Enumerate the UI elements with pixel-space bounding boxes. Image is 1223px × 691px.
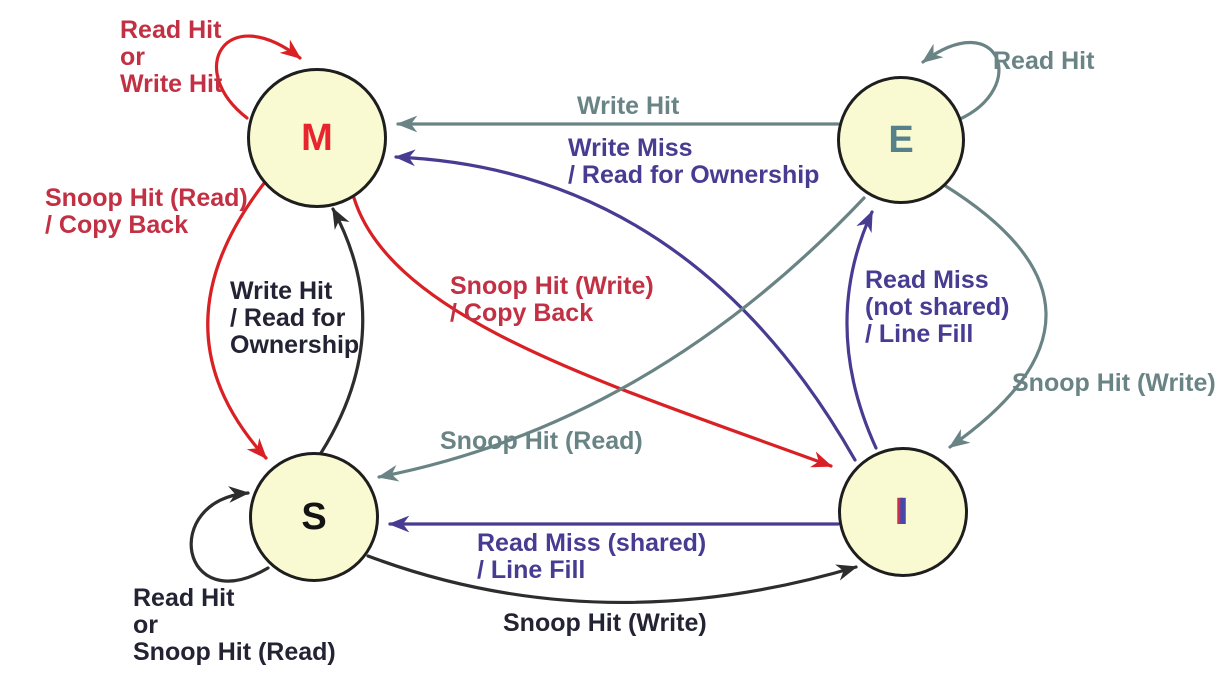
- label-i-to-s-read-miss-shared: Read Miss (shared) / Line Fill: [477, 529, 707, 584]
- label-s-to-m-write-hit-rfo: Write Hit / Read for Ownership: [230, 277, 360, 359]
- label-m-self-read-or-write-hit: Read Hit or Write Hit: [120, 16, 223, 98]
- state-letter-e: E: [888, 119, 914, 161]
- edge-m-to-s: [206, 180, 268, 460]
- edge-e-self-loop: [921, 40, 1001, 122]
- edge-i-to-e: [845, 210, 878, 450]
- label-s-to-i-snoop-hit-write: Snoop Hit (Write): [503, 609, 707, 637]
- state-node-modified: M: [247, 68, 387, 208]
- state-letter-i: I: [897, 491, 909, 533]
- label-i-to-m-write-miss: Write Miss / Read for Ownership: [568, 134, 820, 189]
- label-e-to-m-write-hit: Write Hit: [577, 92, 680, 120]
- label-i-to-e-read-miss: Read Miss (not shared) / Line Fill: [865, 266, 1010, 348]
- label-e-to-i-snoop-hit-write: Snoop Hit (Write): [1012, 369, 1216, 397]
- edge-m-to-i: [352, 196, 833, 468]
- label-s-self-read-or-snoop-hit: Read Hit or Snoop Hit (Read): [133, 584, 336, 666]
- label-e-self-read-hit: Read Hit: [993, 47, 1095, 75]
- state-node-invalid: I: [838, 447, 968, 577]
- edge-m-self-loop: [215, 34, 302, 120]
- label-m-to-s-snoop-hit-read: Snoop Hit (Read) / Copy Back: [45, 184, 248, 239]
- label-e-to-s-snoop-hit-read: Snoop Hit (Read): [440, 427, 643, 455]
- edge-e-to-i: [942, 183, 1048, 449]
- edge-s-to-i: [366, 554, 858, 605]
- label-m-to-i-snoop-hit-write: Snoop Hit (Write) / Copy Back: [450, 272, 654, 327]
- state-letter-m: M: [301, 117, 333, 159]
- edge-s-self-loop: [189, 486, 270, 583]
- state-node-exclusive: E: [837, 76, 965, 204]
- edge-i-to-m: [394, 149, 857, 462]
- edge-e-to-s: [377, 196, 866, 482]
- state-node-shared: S: [249, 452, 379, 582]
- state-letter-s: S: [301, 496, 327, 538]
- edge-s-to-m: [319, 207, 365, 455]
